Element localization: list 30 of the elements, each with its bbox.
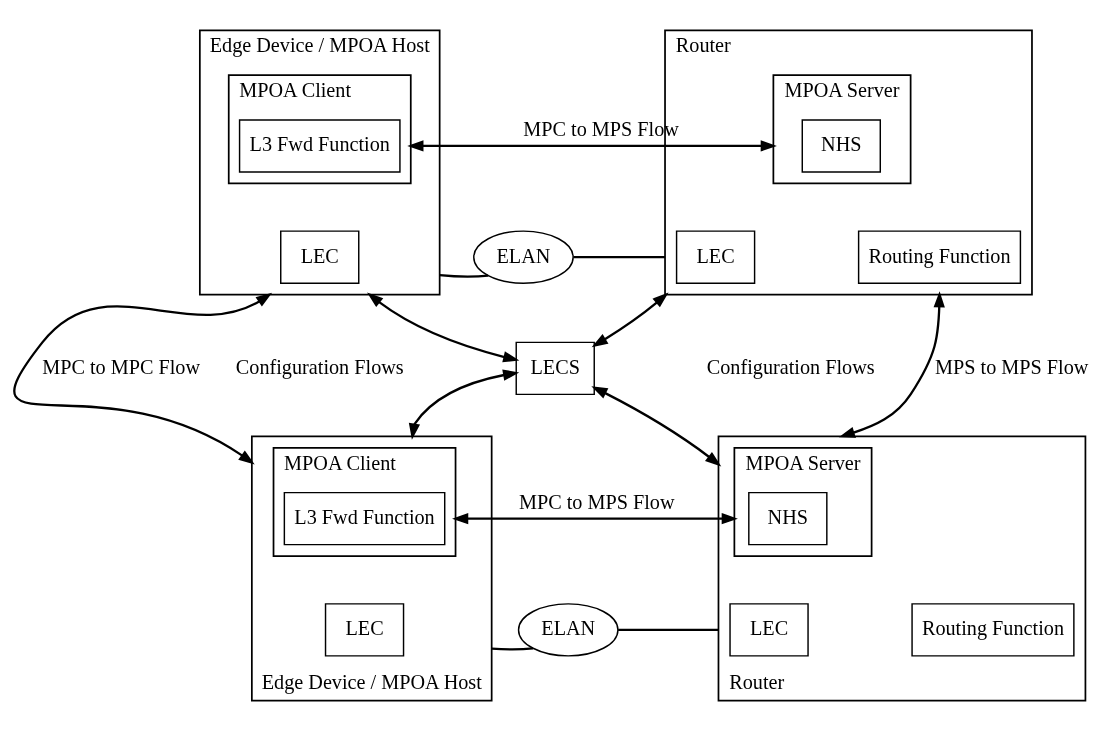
arrow <box>838 290 945 438</box>
edge-label: MPC to MPC Flow <box>42 355 201 378</box>
connector <box>491 646 534 651</box>
node-box: NHS <box>801 118 881 173</box>
connector <box>439 273 489 278</box>
edge-label: MPC to MPS Flow <box>518 490 675 513</box>
node-ellipse: ELAN <box>517 602 619 657</box>
node-box: LEC <box>675 229 756 284</box>
connector <box>573 255 666 258</box>
node-box: LECS <box>515 341 595 395</box>
label: Configuration Flows <box>235 355 404 378</box>
node-box: LEC <box>280 229 360 284</box>
node-box: Routing Function <box>857 229 1022 284</box>
node-box: NHS <box>748 491 828 545</box>
edge-label: MPS to MPS Flow <box>935 355 1089 378</box>
arrow <box>367 292 520 362</box>
arrow <box>591 385 722 466</box>
arrow <box>408 369 520 440</box>
arrow <box>407 139 777 152</box>
node-box: Routing Function <box>911 602 1075 657</box>
node-box: LEC <box>324 602 405 657</box>
node-box: L3 Fwd Function <box>238 118 401 173</box>
arrow <box>13 292 273 464</box>
label: Configuration Flows <box>706 355 875 378</box>
node-ellipse: ELAN <box>473 229 574 284</box>
node-box: L3 Fwd Function <box>283 491 446 545</box>
node-box: LEC <box>729 602 809 657</box>
arrow <box>452 512 738 524</box>
arrow <box>591 291 669 347</box>
connector <box>618 628 719 631</box>
